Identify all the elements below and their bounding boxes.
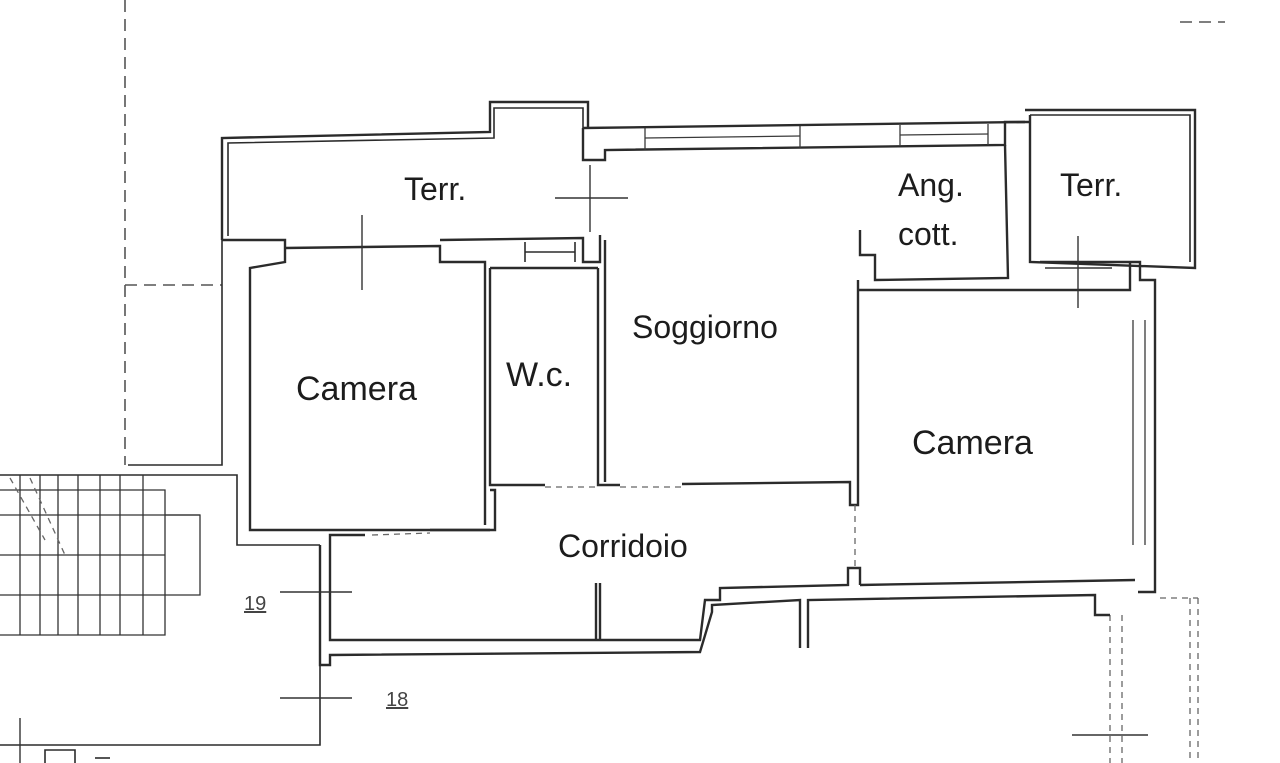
left-building-edge [128, 240, 223, 466]
terrace-camera-wall [222, 235, 602, 532]
boundary-lines [124, 0, 1225, 763]
living-room-label: Soggiorno [632, 309, 778, 345]
terrace-right-label: Terr. [1060, 167, 1122, 203]
terrace-left-label: Terr. [404, 171, 466, 207]
bedroom-right-label: Camera [912, 424, 1033, 462]
bedroom-left-label: Camera [296, 370, 417, 408]
wc-label: W.c. [506, 356, 572, 394]
terrace-right-outline [1025, 108, 1197, 270]
top-wall [581, 120, 1030, 162]
corridor-label: Corridoio [558, 528, 688, 564]
living-walls [603, 240, 860, 507]
kitchen-nook-label-line1: Ang. [898, 167, 964, 203]
camera-right-walls [854, 260, 1157, 594]
reference-ticks [19, 165, 1148, 763]
kitchen-nook-outline [858, 144, 1010, 282]
wc-walls [488, 266, 620, 488]
terrace-left-outline [220, 100, 590, 240]
kitchen-nook-label-line2: cott. [898, 216, 958, 252]
stairwell [0, 474, 321, 763]
level-marker-18: 18 [386, 689, 408, 711]
level-marker-19: 19 [244, 593, 266, 615]
corridor-walls [318, 488, 1110, 667]
